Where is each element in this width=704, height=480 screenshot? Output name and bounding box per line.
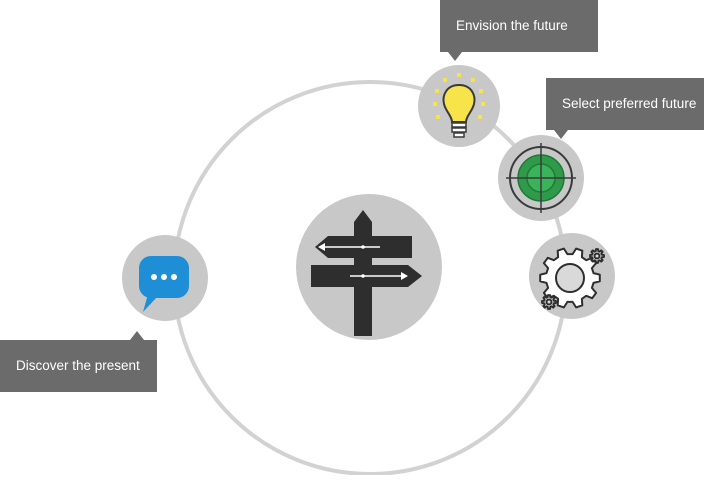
callout-select: Select preferred future [546, 78, 704, 139]
callout-pointer [448, 52, 462, 61]
callout-pointer [130, 331, 144, 340]
large-gear [539, 247, 601, 309]
target-icon [506, 143, 576, 213]
small-gear-top [589, 248, 605, 264]
envision-node [418, 65, 500, 147]
signpost-icon [311, 210, 422, 336]
implement-node [529, 233, 615, 319]
callout-discover-label: Discover the present [16, 358, 140, 373]
signpost-node [296, 194, 442, 340]
select-node [498, 135, 584, 221]
callout-pointer [554, 130, 568, 139]
lightbulb-icon [433, 73, 485, 138]
small-gear-bottom [541, 294, 557, 310]
discover-node [122, 235, 208, 321]
callout-discover: Discover the present [0, 331, 157, 392]
callout-envision: Envision the future [440, 0, 598, 61]
speech-bubble-icon [139, 256, 189, 312]
gears-icon [539, 247, 605, 310]
callout-select-label: Select preferred future [562, 96, 697, 111]
callout-envision-label: Envision the future [456, 18, 568, 33]
